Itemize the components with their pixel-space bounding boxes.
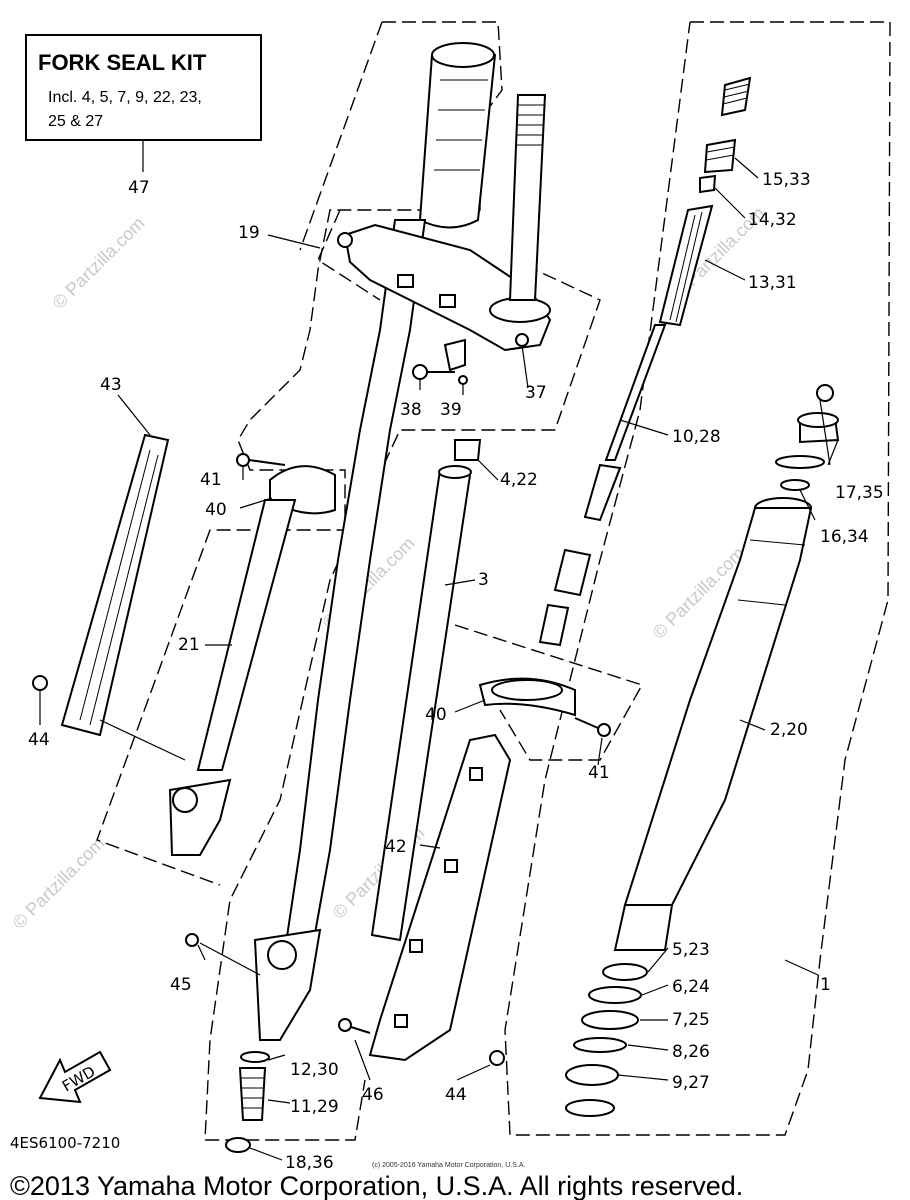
callout-44-left: 44 (28, 730, 50, 750)
callout-17-35: 17,35 (835, 483, 884, 503)
callout-47: 47 (128, 178, 150, 198)
fork-spring-15 (699, 76, 752, 194)
upper-bracket (337, 223, 552, 352)
callout-12-30: 12,30 (290, 1060, 339, 1080)
callout-41-lower: 41 (588, 763, 610, 783)
callout-46: 46 (362, 1085, 384, 1105)
callout-11-29: 11,29 (290, 1097, 339, 1117)
callouts: 19 37 38 39 41 40 43 21 44 3 4,22 10,28 … (28, 170, 884, 1173)
watermark: © Partzilla.com (49, 213, 149, 313)
callout-45: 45 (170, 975, 192, 995)
leader-lines (39, 157, 839, 1161)
kit-contents-line1: Incl. 4, 5, 7, 9, 22, 23, (48, 89, 202, 106)
callout-8-26: 8,26 (672, 1042, 710, 1062)
upper-fork-tube (283, 42, 497, 951)
steering-stem (508, 94, 547, 301)
callout-4-22: 4,22 (500, 470, 538, 490)
callout-41-upper: 41 (200, 470, 222, 490)
axle-holder (185, 928, 371, 1041)
callout-6-24: 6,24 (672, 977, 710, 997)
spring-guide-13 (658, 204, 714, 327)
callout-43: 43 (100, 375, 122, 395)
small-copyright: (c) 2005-2016 Yamaha Motor Corporation, … (372, 1162, 525, 1169)
kit-title: FORK SEAL KIT (38, 50, 207, 75)
fork-guard-43 (60, 433, 170, 737)
callout-37: 37 (525, 383, 547, 403)
diagram-code: 4ES6100-7210 (10, 1134, 120, 1152)
copyright-notice: ©2013 Yamaha Motor Corporation, U.S.A. A… (10, 1171, 743, 1200)
callout-40-upper: 40 (205, 500, 227, 520)
callout-40-lower: 40 (425, 705, 447, 725)
inner-tube-3 (370, 439, 482, 942)
watermark: © Partzilla.com (9, 833, 109, 933)
callout-10-28: 10,28 (672, 427, 721, 447)
callout-13-31: 13,31 (748, 273, 797, 293)
callout-2-20: 2,20 (770, 720, 808, 740)
bolt-38 (412, 338, 468, 385)
callout-14-32: 14,32 (748, 210, 797, 230)
fwd-arrow: FWD (38, 1050, 112, 1104)
callout-7-25: 7,25 (672, 1010, 710, 1030)
callout-18-36: 18,36 (285, 1153, 334, 1173)
kit-contents-line2: 25 & 27 (48, 113, 103, 130)
clamp-40-lower (478, 677, 611, 737)
callout-38: 38 (400, 400, 422, 420)
base-valve-parts (225, 1051, 270, 1153)
callout-1: 1 (820, 975, 831, 995)
callout-42: 42 (385, 837, 407, 857)
callout-19: 19 (238, 223, 260, 243)
callout-5-23: 5,23 (672, 940, 710, 960)
fork-seals (565, 963, 648, 1117)
fork-seal-kit-box: FORK SEAL KIT Incl. 4, 5, 7, 9, 22, 23, … (25, 34, 262, 198)
callout-15-33: 15,33 (762, 170, 811, 190)
callout-16-34: 16,34 (820, 527, 869, 547)
fork-guard-42 (368, 733, 512, 1066)
callout-21: 21 (178, 635, 200, 655)
outer-tube-21 (32, 499, 297, 856)
outer-tube-2 (613, 497, 813, 951)
callout-44-right: 44 (445, 1085, 467, 1105)
cap-bolt-17 (775, 384, 840, 491)
damper-rod-10 (538, 324, 667, 647)
callout-39: 39 (440, 400, 462, 420)
callout-3: 3 (478, 570, 489, 590)
callout-9-27: 9,27 (672, 1073, 710, 1093)
